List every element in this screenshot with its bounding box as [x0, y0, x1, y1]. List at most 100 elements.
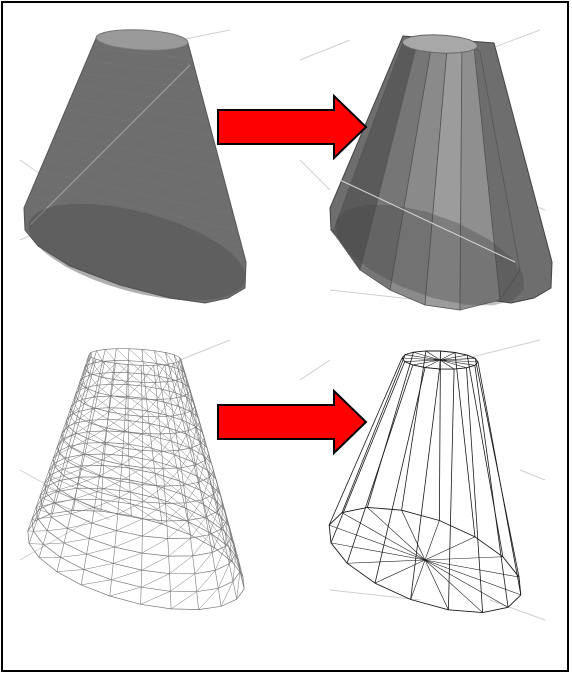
wire-edge — [169, 555, 193, 574]
wire-edge — [221, 528, 226, 547]
wire-edge — [224, 531, 229, 547]
wire-edge — [164, 486, 166, 504]
wire-edge — [192, 555, 196, 574]
wire-edge — [91, 361, 105, 375]
wire-edge — [178, 406, 183, 421]
wire-edge — [77, 377, 83, 391]
wire-edge — [46, 479, 51, 494]
wire-edge — [63, 538, 90, 544]
wire-edge — [56, 557, 61, 572]
wire-edge — [178, 450, 182, 468]
wire-edge — [228, 563, 234, 582]
wire-edge — [71, 422, 76, 435]
wire-edge — [166, 414, 170, 429]
wire-edge — [84, 442, 105, 455]
dense-wireframe-cone — [27, 348, 245, 610]
wire-edge — [102, 361, 114, 373]
wire-edge — [73, 402, 79, 412]
wire-edge — [83, 554, 87, 570]
wire-edge — [81, 459, 103, 470]
wire-edge — [170, 591, 172, 609]
wire-spoke — [424, 520, 440, 561]
wire-edge — [50, 466, 56, 481]
wire-edge — [83, 563, 114, 570]
mesh-band — [49, 146, 226, 185]
wire-edge — [151, 448, 154, 461]
wire-edge — [168, 556, 170, 574]
wire-edge — [126, 364, 129, 382]
wire-edge — [75, 418, 81, 433]
wire-edge — [153, 365, 156, 383]
wire-edge — [34, 509, 40, 521]
wire-edge — [75, 381, 81, 395]
wire-edge — [42, 497, 54, 503]
wire-edge — [401, 350, 427, 511]
wire-edge — [67, 513, 72, 529]
wire-edge — [330, 361, 406, 544]
wire-edge — [128, 360, 145, 375]
wire-edge — [35, 507, 39, 510]
wire-edge — [108, 407, 129, 421]
wire-edge — [109, 586, 142, 597]
wire-edge — [81, 387, 86, 400]
wire-edge — [77, 390, 83, 400]
wire-edge — [48, 458, 54, 472]
wire-edge — [179, 480, 205, 505]
wire-edge — [179, 480, 183, 495]
wire-edge — [123, 414, 126, 432]
wire-edge — [173, 363, 178, 381]
wire-edge — [162, 468, 165, 487]
wire-edge — [110, 379, 114, 396]
wire-edge — [50, 475, 64, 481]
wire-spoke — [424, 559, 521, 596]
wire-edge — [90, 352, 94, 364]
wire-edge — [160, 415, 174, 435]
wire-edge — [68, 418, 81, 427]
wire-edge — [41, 492, 47, 506]
mesh-band — [39, 170, 234, 216]
wire-edge — [84, 443, 105, 455]
wire-edge — [144, 386, 147, 399]
wire-edge — [170, 573, 195, 592]
wire-edge — [71, 434, 86, 444]
cone-base-face — [28, 203, 246, 301]
wire-edge — [175, 392, 180, 407]
wire-edge — [43, 542, 65, 545]
wire-spoke — [341, 512, 426, 561]
wire-edge — [202, 455, 208, 471]
wire-edge — [98, 379, 114, 393]
guide-line — [299, 159, 331, 191]
wire-edge — [48, 470, 51, 476]
wire-edge — [196, 570, 216, 592]
wire-edge — [91, 359, 97, 375]
wire-edge — [141, 365, 154, 383]
wire-edge — [153, 460, 180, 482]
wire-edge — [51, 503, 56, 518]
wire-edge — [75, 411, 79, 424]
wire-edge — [63, 468, 82, 476]
wire-edge — [143, 373, 162, 390]
wire-edge — [229, 527, 236, 555]
cone-base-face — [336, 204, 524, 306]
wire-edge — [172, 415, 177, 434]
wire-edge — [438, 351, 441, 521]
wire-edge — [203, 504, 225, 532]
wire-edge — [79, 407, 96, 419]
wire-edge — [163, 401, 183, 421]
wire-edge — [62, 468, 79, 478]
wire-edge — [203, 455, 217, 480]
wire-edge — [158, 498, 161, 512]
wire-edge — [129, 467, 157, 487]
wire-edge — [85, 375, 90, 388]
wire-edge — [163, 401, 167, 416]
wire-edge — [165, 352, 179, 369]
wire-edge — [103, 453, 105, 466]
wire-edge — [173, 354, 179, 369]
top-transform-arrow — [217, 93, 368, 161]
wire-edge — [82, 365, 88, 379]
wire-spoke — [425, 350, 441, 361]
wire-edge — [175, 413, 185, 434]
wire-edge — [60, 542, 65, 558]
